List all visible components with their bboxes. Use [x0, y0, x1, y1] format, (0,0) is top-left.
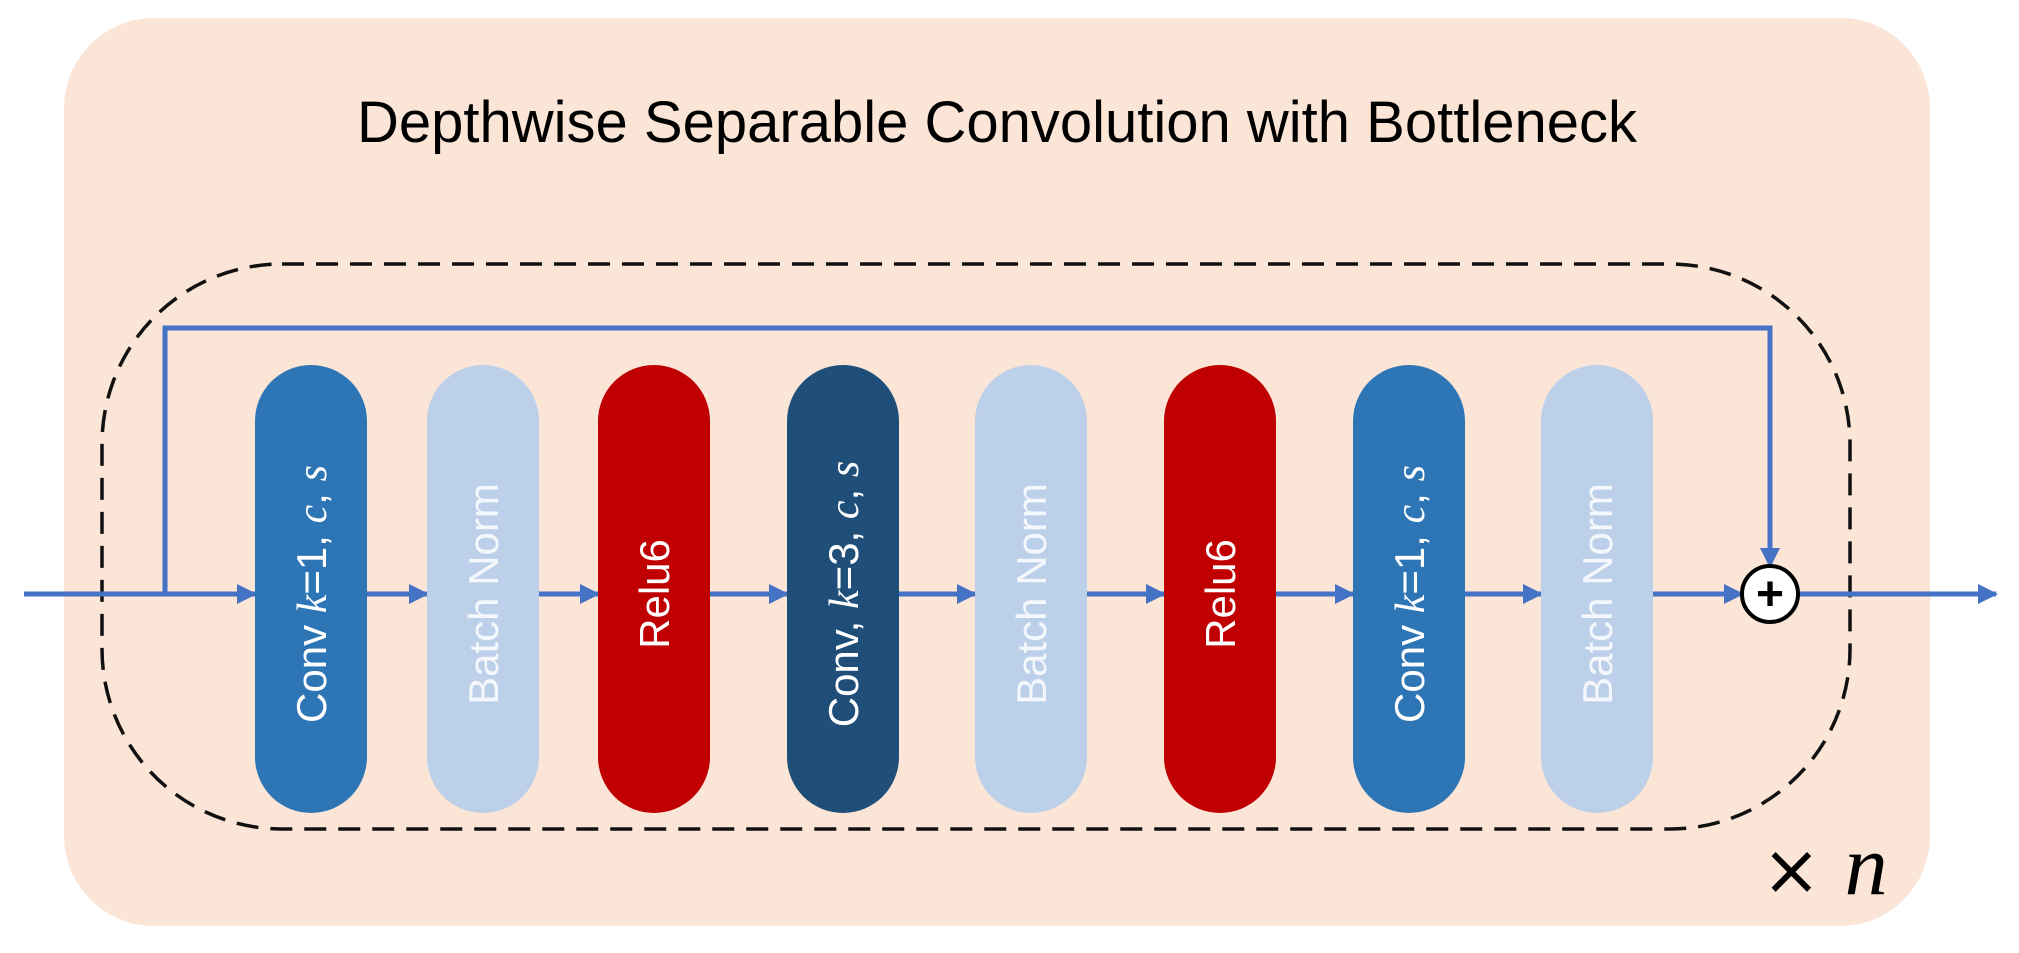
- block-bn3: Batch Norm: [1541, 365, 1653, 813]
- block-bn3-label-part: Batch Norm: [1574, 483, 1621, 705]
- block-conv3-label-part: ,: [1386, 481, 1433, 504]
- block-conv2-label-part: k: [822, 589, 868, 609]
- add-node: +: [1740, 564, 1800, 624]
- block-conv3-label-part: c: [1388, 504, 1434, 523]
- repeat-count-variable: n: [1845, 817, 1888, 913]
- block-conv1-label-part: k: [290, 593, 336, 613]
- block-conv2-shape: [787, 365, 899, 813]
- block-bn1: Batch Norm: [427, 365, 539, 813]
- block-bn1-shape: [427, 365, 539, 813]
- block-relu2: Relu6: [1164, 365, 1276, 813]
- block-conv3-label-part: k: [1388, 593, 1434, 613]
- block-bn1-label-part: Batch Norm: [460, 483, 507, 705]
- block-conv1-label-part: Conv: [288, 613, 335, 723]
- block-bn2-label-part: Batch Norm: [1008, 483, 1055, 705]
- block-conv2-label-part: c: [822, 500, 868, 519]
- add-node-circle: [1740, 564, 1800, 624]
- block-bn2: Batch Norm: [975, 365, 1087, 813]
- block-relu1-label: Relu6: [631, 539, 678, 649]
- repeat-label: × n: [1762, 817, 1888, 913]
- block-conv2-label-part: ,: [820, 477, 867, 500]
- block-conv1-label-part: s: [290, 465, 336, 481]
- block-relu1-label-part: Relu6: [631, 539, 678, 649]
- block-bn1-label: Batch Norm: [460, 483, 507, 705]
- block-relu1: Relu6: [598, 365, 710, 813]
- skip-connection-arrow: [162, 325, 1780, 594]
- block-relu2-label: Relu6: [1197, 539, 1244, 649]
- block-conv3-label: Conv k=1, c, s: [1386, 465, 1434, 723]
- block-conv1-label-part: c: [290, 504, 336, 523]
- block-bn2-shape: [975, 365, 1087, 813]
- block-relu1-shape: [598, 365, 710, 813]
- block-conv1-label-part: ,: [288, 481, 335, 504]
- block-conv2-label-part: s: [822, 461, 868, 477]
- block-bn3-label: Batch Norm: [1574, 483, 1621, 705]
- block-conv1-label: Conv k=1, c, s: [288, 465, 336, 723]
- block-conv2-label-part: Conv,: [820, 609, 867, 727]
- block-conv3-label-part: =1,: [1386, 523, 1433, 594]
- plus-icon: +: [1756, 568, 1784, 621]
- block-relu2-shape: [1164, 365, 1276, 813]
- block-relu2-label-part: Relu6: [1197, 539, 1244, 649]
- block-conv2-label: Conv, k=3, c, s: [820, 461, 868, 728]
- block-conv1: Conv k=1, c, s: [255, 365, 367, 813]
- diagram-title: Depthwise Separable Convolution with Bot…: [357, 90, 1638, 155]
- block-conv2-label-part: =3,: [820, 519, 867, 590]
- repeat-block-dashed-border: [100, 262, 1852, 831]
- block-conv2: Conv, k=3, c, s: [787, 365, 899, 813]
- block-conv3: Conv k=1, c, s: [1353, 365, 1465, 813]
- arrows: [24, 325, 1998, 604]
- block-conv3-label-part: s: [1388, 465, 1434, 481]
- block-conv1-label-part: =1,: [288, 523, 335, 594]
- times-symbol: ×: [1762, 829, 1821, 911]
- block-bn2-label: Batch Norm: [1008, 483, 1055, 705]
- block-conv1-shape: [255, 365, 367, 813]
- block-conv3-label-part: Conv: [1386, 613, 1433, 723]
- block-conv3-shape: [1353, 365, 1465, 813]
- block-bn3-shape: [1541, 365, 1653, 813]
